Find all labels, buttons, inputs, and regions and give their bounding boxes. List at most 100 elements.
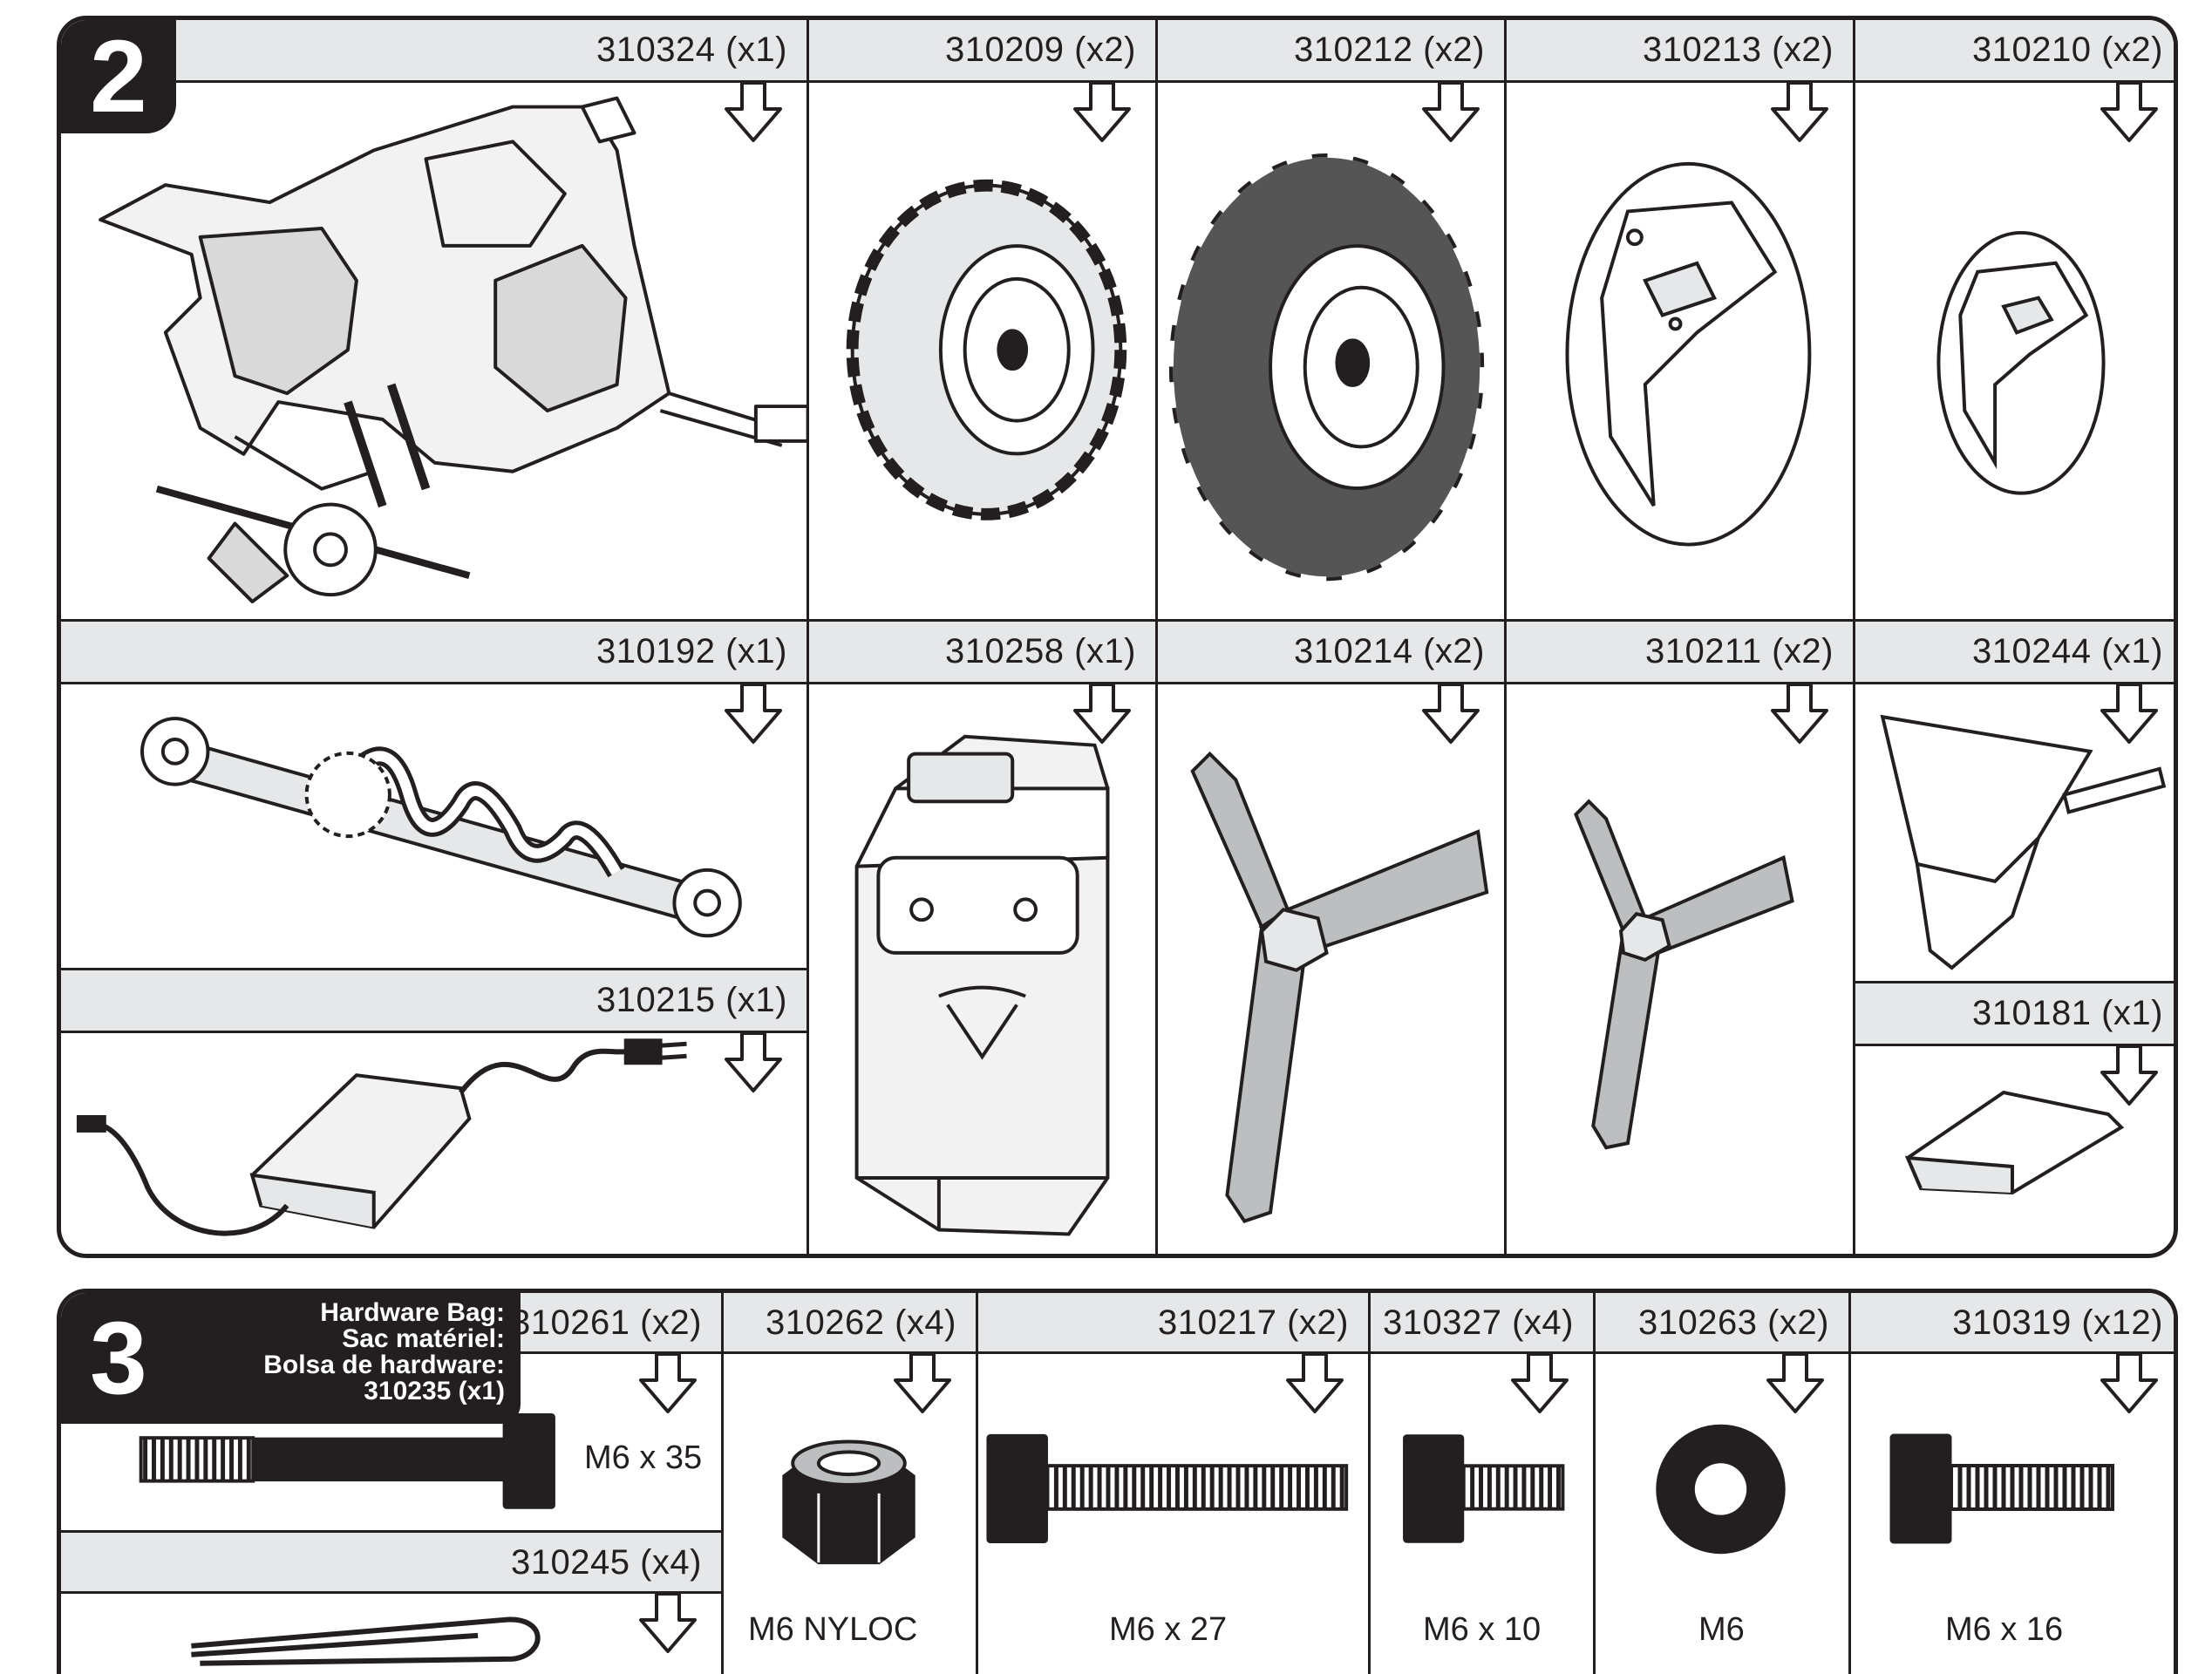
down-arrow-icon (894, 1354, 951, 1413)
part-cell-310215: 310215 (x1) (61, 970, 809, 1254)
down-arrow-icon (1766, 1354, 1824, 1413)
part-cell-310210: 310210 (x2) (1855, 20, 2174, 622)
down-arrow-icon (1073, 83, 1131, 142)
part-label-bar (1855, 983, 2174, 1046)
part-cell-310263: 310263 (x2) M6 (1596, 1293, 1851, 1674)
front-wheel-illustration (1167, 152, 1486, 582)
part-number-label: 310211 (x2) (1644, 632, 1834, 670)
part-number-label: 310209 (x2) (945, 31, 1136, 69)
part-number-label: 310324 (x1) (596, 31, 787, 69)
part-label-bar (1855, 622, 2174, 684)
hardware-bag-label: Hardware Bag: Sac matériel: Bolsa de har… (176, 1293, 521, 1424)
part-cell-310244: 310244 (x1) (1855, 622, 2174, 983)
washer-illustration (1656, 1424, 1786, 1555)
part-number-label: 310181 (x1) (1972, 994, 2163, 1032)
down-arrow-icon (639, 1594, 697, 1653)
bolt-m6x35-illustration (139, 1412, 555, 1509)
bracket-plate-illustration (1904, 1090, 2125, 1195)
part-label-bar (1851, 1293, 2174, 1354)
part-label-bar (1507, 20, 1853, 83)
part-label-bar (61, 20, 807, 83)
size-label: M6 x 27 (1109, 1611, 1228, 1648)
down-arrow-icon (2100, 1046, 2158, 1106)
part-cell-310324: 310324 (x1) (61, 20, 809, 622)
down-arrow-icon (639, 1354, 697, 1413)
large-wheel-cover-illustration (1565, 161, 1812, 547)
part-label-bar (61, 622, 807, 684)
size-label: M6 x 35 (584, 1439, 703, 1476)
part-number-label: 310210 (x2) (1972, 31, 2163, 69)
bolt-m6x10-illustration (1403, 1434, 1565, 1543)
large-y-bracket-illustration (1190, 751, 1489, 1223)
part-number-label: 310192 (x1) (596, 632, 787, 670)
size-label: M6 NYLOC (748, 1611, 918, 1648)
down-arrow-icon (725, 684, 782, 744)
small-y-bracket-illustration (1574, 799, 1794, 1150)
down-arrow-icon (1073, 684, 1131, 744)
down-arrow-icon (1771, 83, 1828, 142)
part-cell-310211: 310211 (x2) (1507, 622, 1855, 1254)
hardware-bag-line-2: Sac matériel: (342, 1324, 505, 1353)
step-2-panel: 2 310324 (x1) (57, 16, 2178, 1258)
part-cell-310319: 310319 (x12) M6 x 16 (1851, 1293, 2174, 1674)
cotter-pin-illustration (191, 1616, 541, 1666)
size-label: M6 (1698, 1611, 1745, 1648)
part-number-label: 310217 (x2) (1158, 1303, 1349, 1342)
size-label: M6 x 10 (1423, 1611, 1542, 1648)
part-label-bar (1158, 622, 1504, 684)
part-cell-310217: 310217 (x2) M6 x 27 (978, 1293, 1371, 1674)
bolt-m6x16-illustration (1889, 1433, 2114, 1544)
part-label-bar (1507, 622, 1853, 684)
part-label-bar (724, 1293, 976, 1354)
part-label-bar (61, 970, 807, 1033)
part-label-bar (1596, 1293, 1848, 1354)
down-arrow-icon (1771, 684, 1828, 744)
part-number-label: 310213 (x2) (1643, 31, 1834, 69)
part-number-label: 310214 (x2) (1294, 632, 1485, 670)
part-cell-310214: 310214 (x2) (1158, 622, 1507, 1254)
part-number-label: 310215 (x1) (596, 981, 787, 1019)
part-label-bar (1158, 20, 1504, 83)
small-wheel-cover-illustration (1936, 230, 2106, 495)
down-arrow-icon (2100, 83, 2158, 142)
part-number-label: 310258 (x1) (945, 632, 1136, 670)
part-number-label: 310212 (x2) (1294, 31, 1485, 69)
part-cell-310245: 310245 (x4) (61, 1533, 724, 1674)
size-label: M6 x 16 (1945, 1611, 2064, 1648)
battery-pack-illustration (854, 734, 1110, 1236)
rear-wheel-illustration (846, 179, 1127, 521)
battery-charger-illustration (76, 1038, 687, 1236)
step-3-panel: 3 Hardware Bag: Sac matériel: Bolsa de h… (57, 1289, 2178, 1674)
part-cell-310327: 310327 (x4) M6 x 10 (1371, 1293, 1596, 1674)
part-label-bar (61, 1533, 721, 1594)
part-cell-310212: 310212 (x2) (1158, 20, 1507, 622)
down-arrow-icon (1422, 684, 1480, 744)
down-arrow-icon (1286, 1354, 1344, 1413)
part-label-bar (1855, 20, 2174, 83)
part-number-label: 310319 (x12) (1952, 1303, 2163, 1342)
part-cell-310258: 310258 (x1) (809, 622, 1158, 1254)
part-cell-310192: 310192 (x1) (61, 622, 809, 970)
hardware-bag-line-1: Hardware Bag: (320, 1298, 505, 1327)
step-number: 2 (61, 20, 176, 133)
down-arrow-icon (725, 83, 782, 142)
part-number-label: 310263 (x2) (1638, 1303, 1829, 1342)
bolt-m6x27-illustration (986, 1433, 1349, 1544)
part-label-bar (978, 1293, 1368, 1354)
hardware-bag-line-3: Bolsa de hardware: (263, 1351, 505, 1379)
down-arrow-icon (1511, 1354, 1569, 1413)
part-number-label: 310244 (x1) (1972, 632, 2163, 670)
nyloc-nut-illustration (782, 1439, 915, 1565)
fender-mount-illustration (1880, 714, 2167, 970)
part-number-label: 310262 (x4) (766, 1303, 956, 1342)
part-number-label: 310261 (x2) (511, 1303, 702, 1342)
motorcycle-frame-illustration (99, 96, 807, 604)
part-cell-310262: 310262 (x4) M6 NYLOC (724, 1293, 978, 1674)
part-cell-310209: 310209 (x2) (809, 20, 1158, 622)
step-number: 3 (61, 1293, 176, 1424)
part-number-label: 310245 (x4) (511, 1543, 702, 1582)
part-number-label: 310327 (x4) (1383, 1303, 1574, 1342)
down-arrow-icon (2100, 684, 2158, 744)
down-arrow-icon (1422, 83, 1480, 142)
part-label-bar (1371, 1293, 1593, 1354)
